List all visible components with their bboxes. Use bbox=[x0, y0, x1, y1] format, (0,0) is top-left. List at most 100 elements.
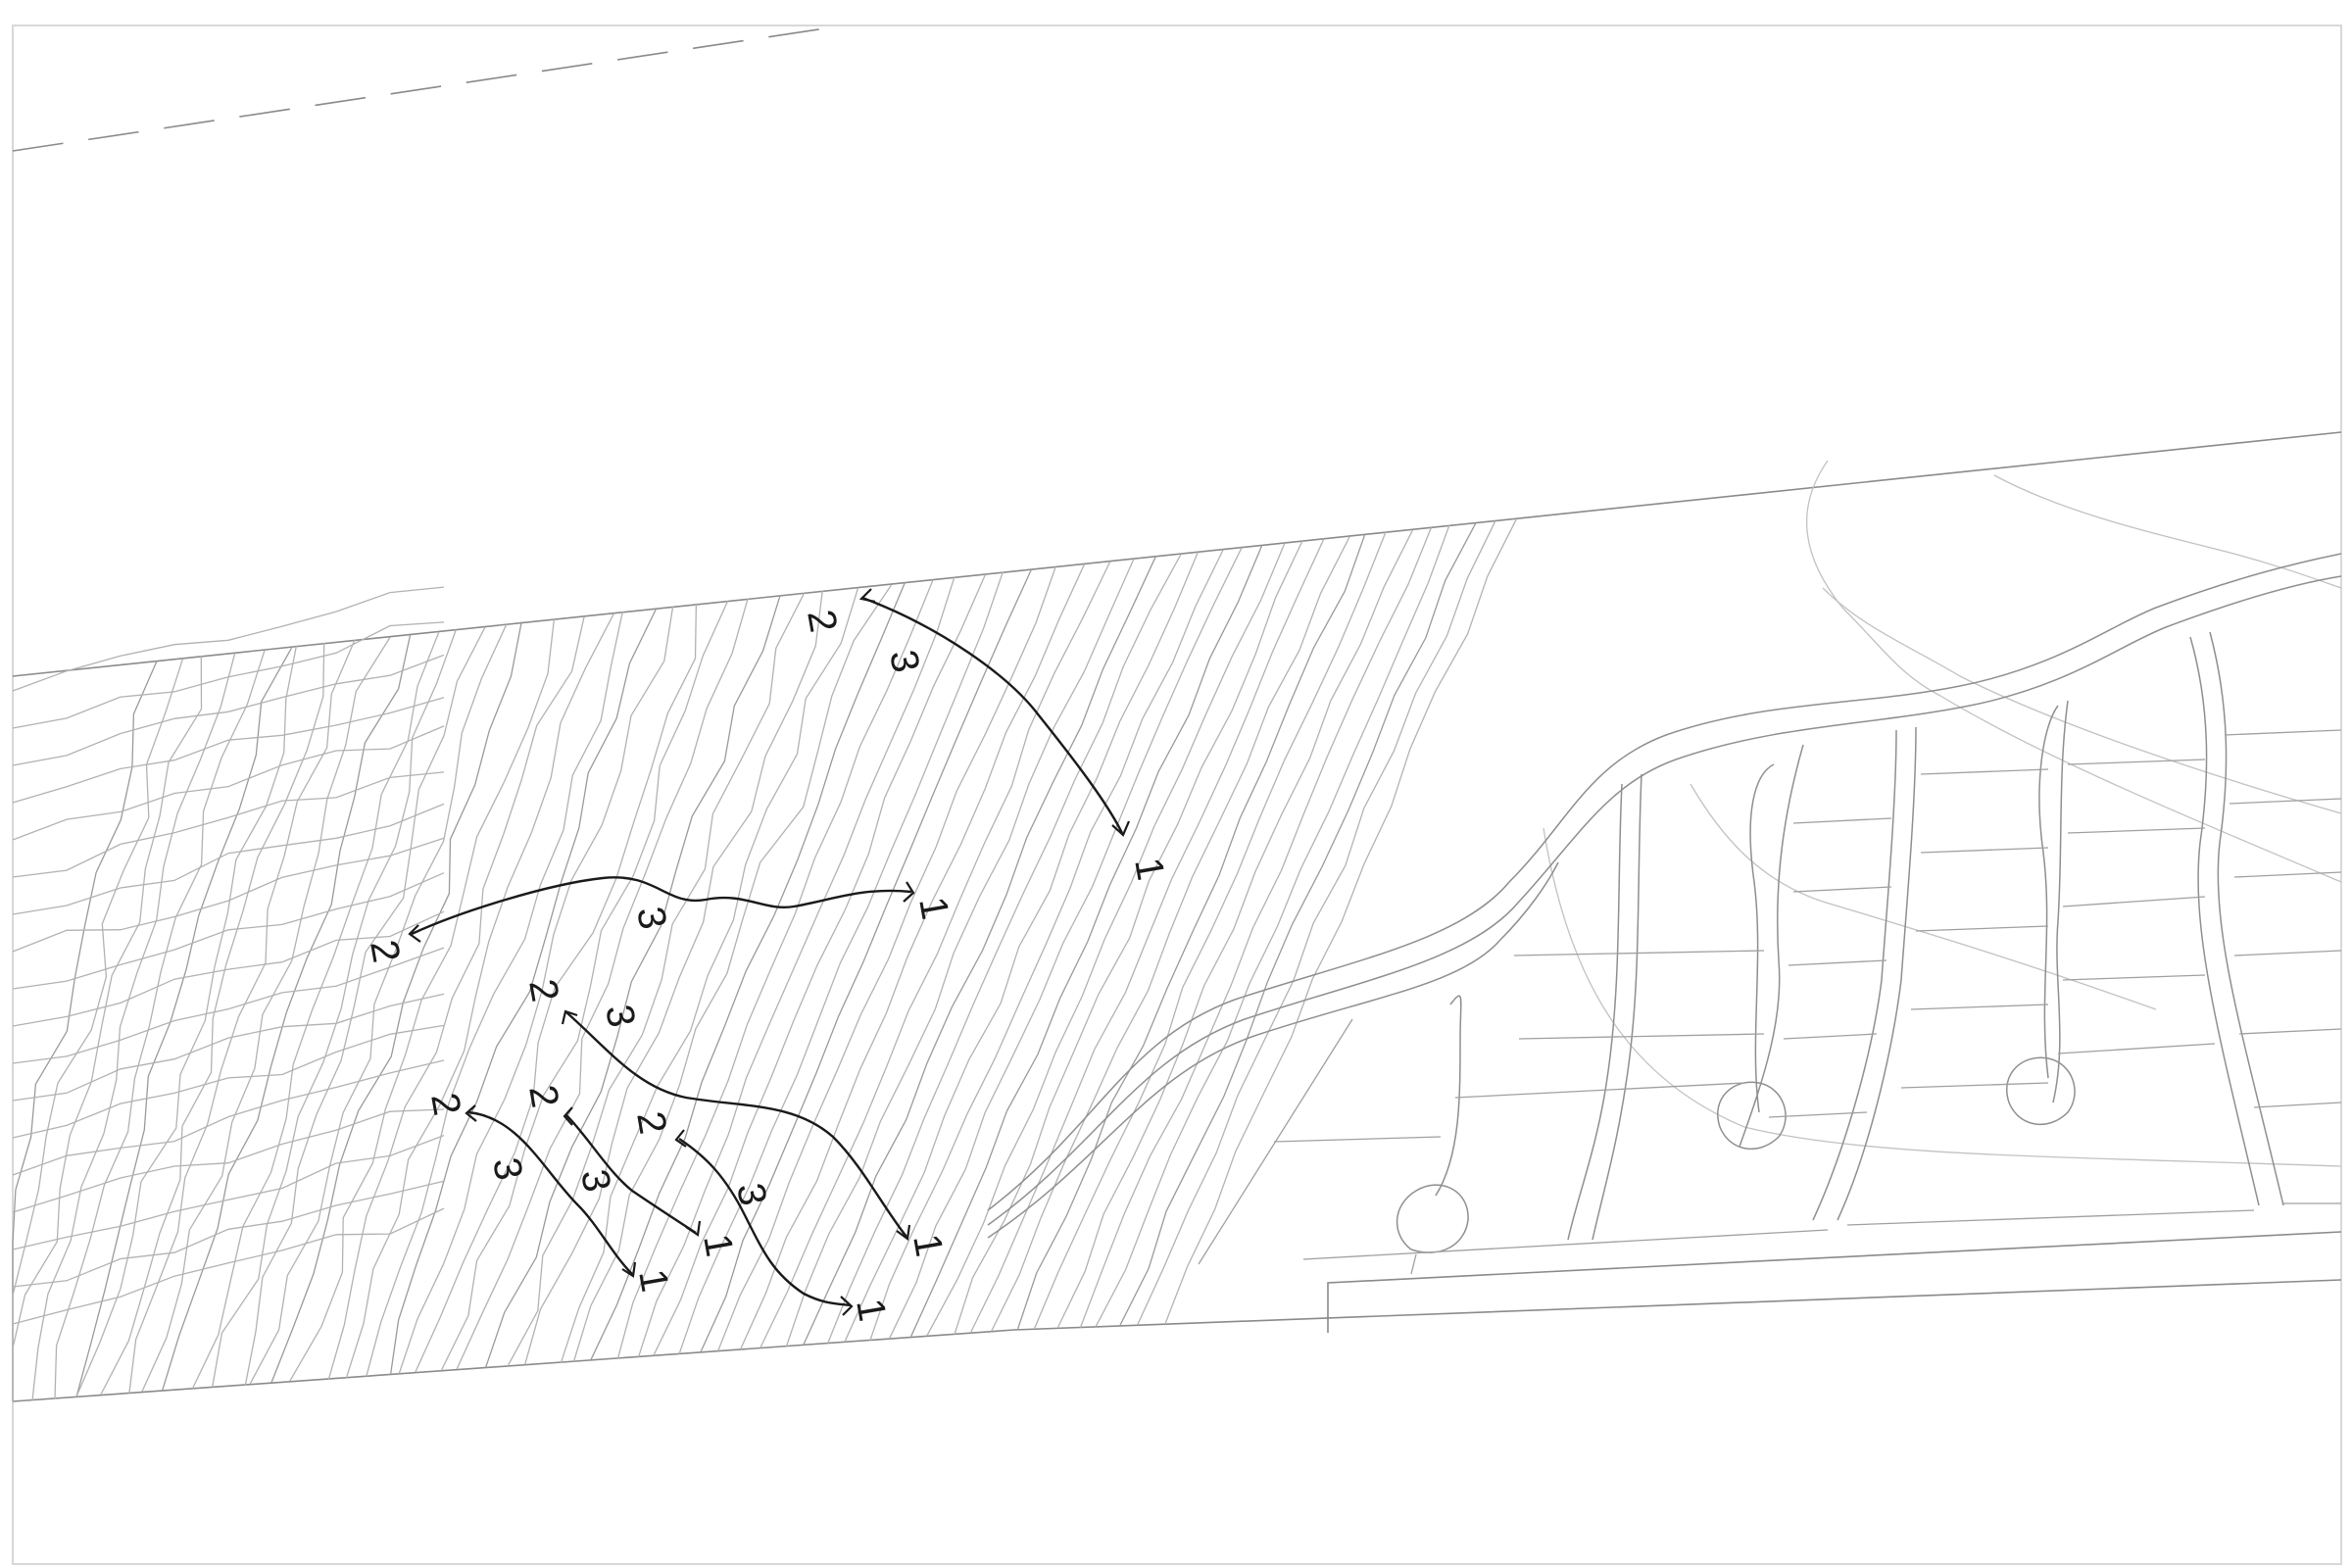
site-boundary-top bbox=[12, 431, 2342, 677]
lot-line bbox=[1846, 1209, 2255, 1226]
contour-line bbox=[12, 1134, 445, 1250]
contour-line bbox=[1079, 527, 1433, 1328]
lot-line bbox=[1920, 768, 2049, 775]
contour-line bbox=[1033, 531, 1387, 1330]
contour-line bbox=[415, 603, 698, 1373]
contour-line bbox=[12, 658, 184, 1401]
section-b-start-label: 2 bbox=[362, 937, 408, 966]
section-line-e: 1 2 3 bbox=[520, 1082, 741, 1260]
contour-line bbox=[739, 564, 1086, 1350]
road-edge bbox=[1739, 744, 1804, 1148]
road-edge bbox=[987, 553, 2342, 1211]
road-edge bbox=[987, 940, 1500, 1239]
contour-line bbox=[398, 606, 674, 1374]
cul-de-sac bbox=[2006, 1056, 2076, 1126]
contour-line bbox=[12, 910, 445, 1027]
section-b-end-label: 1 bbox=[910, 894, 956, 923]
contour-line bbox=[869, 549, 1224, 1342]
contour-line bbox=[484, 595, 781, 1368]
contour-line bbox=[289, 618, 556, 1382]
lot-line bbox=[2057, 1043, 2216, 1054]
contour-line bbox=[12, 656, 203, 1401]
contour-line bbox=[1056, 529, 1414, 1329]
road-edge bbox=[2038, 705, 2059, 1079]
contour-line bbox=[785, 559, 1135, 1348]
section-d-start-label: 2 bbox=[422, 1090, 468, 1119]
cul-de-sac bbox=[1717, 1081, 1787, 1151]
contour-line bbox=[162, 634, 412, 1391]
contour-line bbox=[345, 613, 614, 1379]
section-c-mid-label: 3 bbox=[597, 1002, 643, 1031]
contour-line bbox=[12, 1180, 445, 1288]
parcel-lines bbox=[1273, 729, 2342, 1275]
contour-line bbox=[12, 586, 445, 692]
contour-line bbox=[12, 661, 158, 1401]
contour-line bbox=[191, 631, 440, 1390]
dashed-reference-line bbox=[12, 25, 839, 152]
contour-line bbox=[969, 538, 1325, 1334]
section-a-start-tick bbox=[858, 588, 876, 604]
contour-line bbox=[12, 993, 445, 1102]
section-e-start-tick bbox=[563, 1106, 573, 1126]
contour-line bbox=[270, 621, 522, 1384]
contour-line bbox=[75, 647, 293, 1398]
contour-line bbox=[1137, 520, 1496, 1326]
contour-line bbox=[926, 542, 1286, 1337]
contour-line bbox=[717, 566, 1056, 1351]
contour-line bbox=[616, 579, 934, 1359]
contour-line bbox=[456, 598, 749, 1370]
lot-line bbox=[1410, 1253, 1417, 1275]
section-f-mid-label: 3 bbox=[728, 1180, 774, 1209]
contour-line bbox=[75, 645, 298, 1396]
section-b-mid-label: 3 bbox=[628, 904, 674, 933]
lot-line bbox=[1900, 1082, 2049, 1089]
section-c-start-label: 2 bbox=[520, 976, 566, 1005]
contour-line bbox=[12, 872, 445, 990]
contour-line bbox=[100, 642, 325, 1396]
contour-line bbox=[12, 621, 445, 729]
contour-line bbox=[700, 568, 1032, 1353]
lot-line bbox=[2067, 827, 2206, 834]
lot-line bbox=[1518, 1033, 1765, 1040]
contour-line bbox=[560, 587, 859, 1364]
contour-line bbox=[12, 947, 445, 1064]
contour-line bbox=[637, 576, 956, 1357]
lot-line bbox=[2233, 950, 2342, 956]
contour-line bbox=[12, 725, 445, 841]
section-a-end-label: 1 bbox=[1126, 855, 1172, 884]
section-b-end-tick bbox=[903, 881, 915, 903]
section-d-end-label: 1 bbox=[630, 1266, 676, 1296]
contour-line bbox=[12, 1059, 445, 1176]
contour-line bbox=[244, 626, 486, 1386]
section-a-end-tick bbox=[1111, 820, 1131, 837]
section-line-f: 1 2 3 bbox=[628, 1108, 894, 1325]
contour-line bbox=[1095, 524, 1450, 1328]
contour-line bbox=[827, 554, 1182, 1345]
lot-line bbox=[1910, 1004, 2049, 1010]
contour-line bbox=[389, 608, 658, 1376]
section-c-start-tick bbox=[561, 1009, 578, 1025]
drawing-frame bbox=[12, 24, 2342, 1565]
trail-path bbox=[1993, 474, 2342, 589]
contour-line bbox=[507, 592, 806, 1367]
contour-line bbox=[440, 600, 729, 1371]
contour-line bbox=[12, 1108, 445, 1213]
lot-line bbox=[1454, 1082, 1745, 1099]
lot-line bbox=[1792, 817, 1892, 824]
road-network bbox=[987, 553, 2342, 1265]
contour-line bbox=[12, 771, 445, 878]
trail-path bbox=[1805, 460, 2342, 883]
contour-line bbox=[954, 540, 1303, 1335]
road-edge bbox=[1435, 995, 1462, 1197]
trail-path bbox=[1822, 587, 2342, 814]
road-edge bbox=[1837, 726, 1917, 1221]
contour-line bbox=[991, 536, 1350, 1332]
contour-line bbox=[760, 561, 1111, 1348]
lot-line bbox=[2062, 896, 2206, 907]
contour-line bbox=[12, 837, 445, 953]
lot-line bbox=[1302, 1229, 1829, 1260]
contour-line bbox=[12, 654, 445, 766]
section-e-mid-label: 3 bbox=[572, 1166, 618, 1196]
contour-line bbox=[1164, 518, 1518, 1325]
